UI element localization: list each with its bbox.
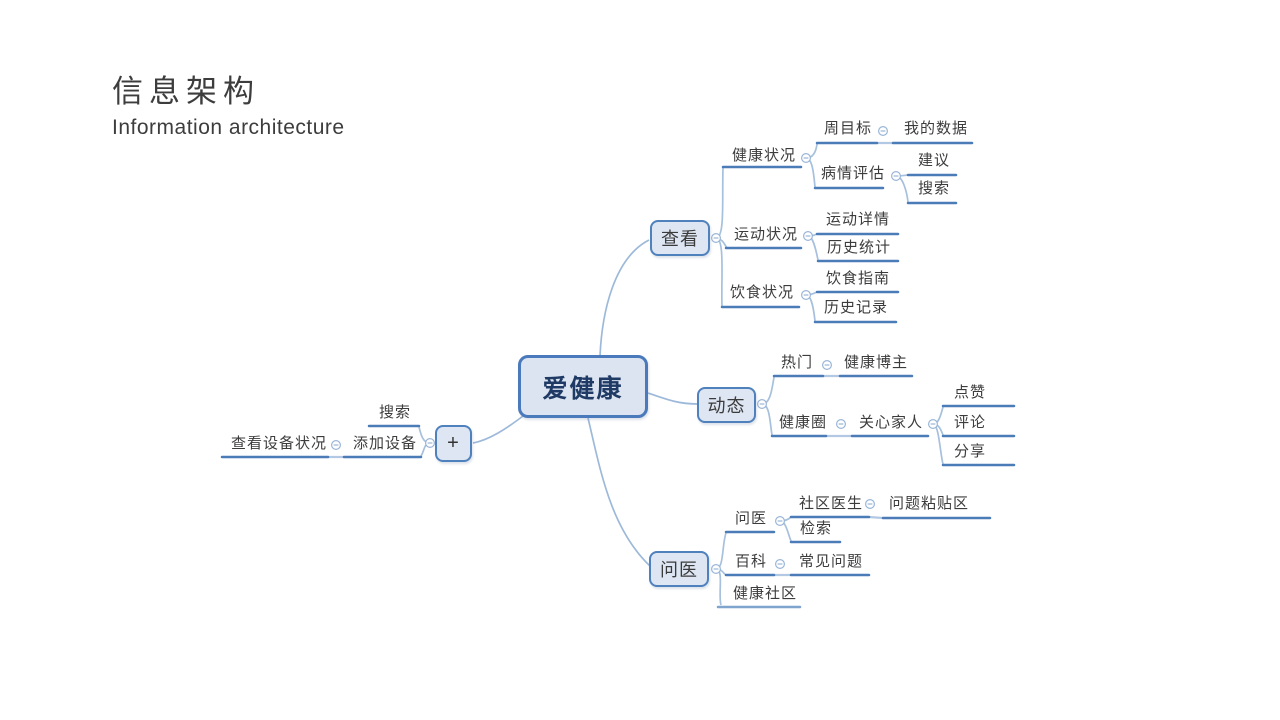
collapse-icon <box>800 290 811 301</box>
page-title: 信息架构 <box>112 74 260 109</box>
node-share: 分享 <box>954 443 987 460</box>
node-condition-assessment: 病情评估 <box>821 165 886 182</box>
node-health-community: 健康社区 <box>733 585 798 602</box>
node-history-record: 历史记录 <box>824 299 889 316</box>
node-care-family: 关心家人 <box>859 414 924 431</box>
collapse-icon <box>800 153 811 164</box>
node-device-search: 搜索 <box>379 404 412 421</box>
node-search: 搜索 <box>918 180 951 197</box>
node-diet-guide: 饮食指南 <box>826 270 891 287</box>
node-exercise-detail: 运动详情 <box>826 211 891 228</box>
collapse-icon <box>877 125 888 136</box>
node-root-label: 爱健康 <box>542 374 624 403</box>
node-feed: 动态 <box>697 387 756 423</box>
node-question-board: 问题粘贴区 <box>889 495 970 512</box>
node-ask-doctor-label: 问医 <box>660 560 698 580</box>
node-view-device-status: 查看设备状况 <box>231 435 328 452</box>
collapse-icon <box>710 233 721 244</box>
collapse-icons <box>331 125 938 574</box>
node-history-statistics: 历史统计 <box>827 239 892 256</box>
node-add-device: 添加设备 <box>353 435 418 452</box>
collapse-icon <box>864 499 875 510</box>
node-comment: 评论 <box>954 414 987 431</box>
collapse-icon <box>710 563 721 574</box>
node-ask-doctor-sub: 问医 <box>735 510 768 527</box>
collapse-icon <box>890 171 901 182</box>
node-exercise-status: 运动状况 <box>734 226 799 243</box>
node-weekly-goal: 周目标 <box>824 120 873 137</box>
node-health-blogger: 健康博主 <box>844 354 909 371</box>
node-diet-status: 饮食状况 <box>730 284 795 301</box>
node-device-plus: + <box>435 425 472 462</box>
collapse-icon <box>331 440 342 451</box>
node-root: 爱健康 <box>518 355 648 418</box>
node-device-plus-label: + <box>447 432 460 454</box>
node-my-data: 我的数据 <box>904 120 969 137</box>
collapse-icon <box>425 438 436 449</box>
node-faq: 常见问题 <box>799 553 864 570</box>
collapse-icon <box>774 515 785 526</box>
node-health-status: 健康状况 <box>732 147 797 164</box>
collapse-icon <box>927 419 938 430</box>
node-feed-label: 动态 <box>707 396 746 416</box>
node-hot: 热门 <box>781 354 814 371</box>
node-encyclopedia: 百科 <box>735 553 768 570</box>
node-community-doctor: 社区医生 <box>799 495 864 512</box>
root-branch-curves <box>472 239 699 567</box>
node-retrieval: 检索 <box>800 520 833 537</box>
collapse-icon <box>774 558 785 569</box>
node-view: 查看 <box>650 220 710 256</box>
node-view-label: 查看 <box>661 229 699 249</box>
node-health-circle: 健康圈 <box>779 414 828 431</box>
page-subtitle: Information architecture <box>112 116 345 139</box>
node-suggestion: 建议 <box>918 152 951 169</box>
collapse-icon <box>835 419 846 430</box>
collapse-icon <box>821 360 832 371</box>
node-like: 点赞 <box>954 384 987 401</box>
node-ask-doctor: 问医 <box>649 551 709 587</box>
collapse-icon <box>756 399 767 410</box>
bridge-lines <box>326 141 895 577</box>
collapse-icon <box>802 231 813 242</box>
node-underlines <box>220 141 1016 609</box>
